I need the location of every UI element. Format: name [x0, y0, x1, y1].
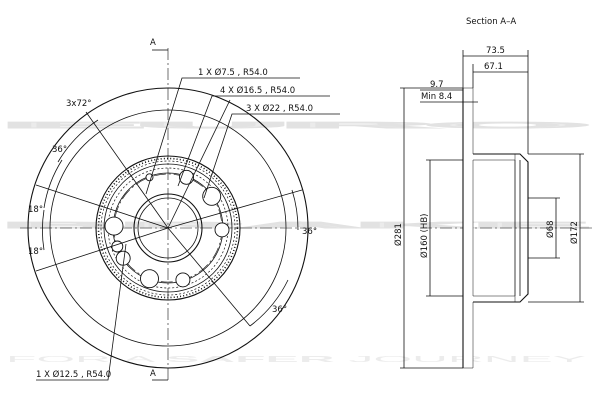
hole-22	[202, 186, 222, 206]
disc-outer-edge	[27, 87, 309, 369]
callout-hole-165: 4 X Ø16.5 , R54.0	[220, 85, 295, 96]
arc-36-top	[57, 119, 99, 163]
disc-friction-ring	[49, 109, 287, 347]
arc-18-upper	[43, 159, 63, 209]
hat-step	[103, 163, 233, 293]
center-bore-chamfer	[137, 197, 199, 259]
watermark-brake: BRAKE	[6, 220, 592, 230]
arc-18-lower	[42, 209, 45, 251]
callout-hole-22: 3 X Ø22 , R54.0	[246, 103, 313, 114]
hole-pattern	[97, 157, 239, 299]
leader-hole-22	[203, 113, 340, 199]
hole-125	[111, 240, 124, 253]
dim-outer-diameter: Ø281	[393, 223, 404, 246]
radial-line-bottom	[167, 227, 251, 327]
section-mark-bottom: A	[150, 369, 156, 379]
leader-hole-small	[145, 77, 300, 195]
hat-inner-dashed	[100, 160, 236, 296]
hole-small	[145, 173, 154, 182]
section-mark-top: A	[150, 38, 156, 48]
hat-profile	[473, 153, 529, 303]
leader-hole-165	[177, 95, 330, 187]
watermark-euro: EURO	[6, 120, 595, 130]
hole-165	[175, 272, 191, 288]
dim-total-height: 73.5	[486, 46, 505, 56]
dim-hb-diameter: Ø160 (HB)	[419, 214, 430, 258]
front-view: A A 3x72° 36° 18° 18°	[20, 38, 340, 382]
radial-line-left-lower	[35, 227, 169, 272]
dim-hat-height: 67.1	[484, 62, 503, 72]
dim-center-bore: Ø68	[545, 220, 556, 238]
leader-hole-125	[36, 243, 127, 381]
dim-min-thickness: Min 8.4	[421, 92, 452, 102]
section-view: Section A–A 73.5 67.1 9.7 Min 8.4 Ø281 Ø…	[393, 17, 592, 369]
radial-line-right-upper	[167, 189, 303, 229]
watermark-tagline-post: JOURNEY	[335, 354, 588, 364]
radial-line-callout	[167, 99, 231, 229]
dim-thickness: 9.7	[430, 80, 444, 90]
watermark-tagline-bold: SAFER	[166, 354, 334, 364]
radial-line-top-left	[85, 111, 169, 229]
radial-line-left-upper	[35, 184, 169, 229]
angle-label-36-right: 36°	[302, 227, 317, 237]
center-bore	[133, 193, 203, 263]
angle-label-18-lower: 18°	[28, 247, 43, 257]
angle-label-36-top: 36°	[52, 145, 67, 155]
angle-label-18-upper: 18°	[28, 205, 43, 215]
dim-hat-diameter: Ø172	[569, 221, 580, 244]
hat-outer-edge	[95, 155, 241, 301]
section-title: Section A–A	[466, 17, 516, 27]
hat-knurl-ring	[97, 157, 239, 299]
callout-hole-small: 1 X Ø7.5 , R54.0	[198, 67, 268, 78]
callout-hole-125: 1 X Ø12.5 , R54.0	[36, 369, 111, 380]
watermark: EURO BRAKE FOR A SAFER JOURNEY	[6, 120, 596, 365]
angle-label-36-bottom: 36°	[272, 305, 287, 315]
watermark-tagline: FOR A SAFER JOURNEY	[6, 354, 588, 364]
angle-label-3x72: 3x72°	[66, 99, 92, 109]
watermark-tagline-pre: FOR A	[6, 354, 166, 364]
hole-22	[140, 269, 159, 289]
arc-36-bottom	[249, 279, 289, 327]
hole-165	[214, 222, 230, 238]
arc-36-right	[291, 189, 299, 231]
hole-22	[104, 216, 124, 236]
